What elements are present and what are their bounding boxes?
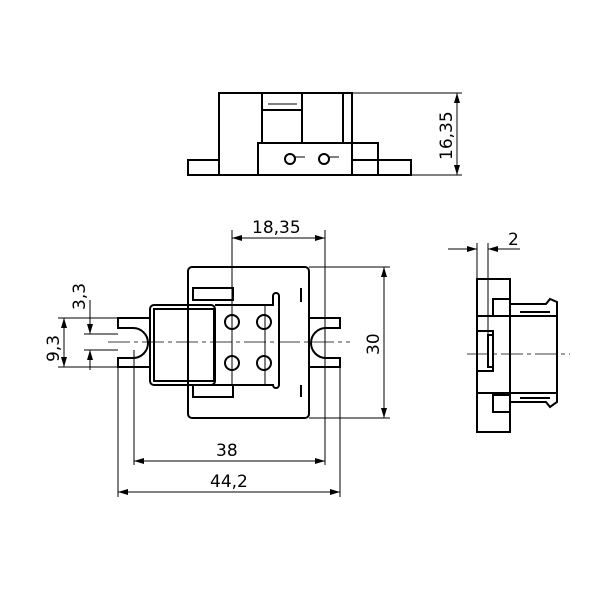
dim-body-height: 30 [364, 333, 384, 355]
side-view: 2 [448, 230, 570, 433]
front-view: 18,35 30 38 44,2 9,3 3,3 [44, 218, 390, 497]
dim-slot-height: 9,3 [44, 335, 64, 362]
dim-height-top: 16,35 [437, 111, 457, 160]
dim-contact-spacing: 18,35 [252, 218, 301, 238]
dim-hole-spacing: 38 [216, 441, 238, 461]
dim-tab-width: 3,3 [70, 283, 90, 310]
dim-overall-width: 44,2 [210, 472, 248, 492]
top-view: 16,35 [187, 92, 462, 176]
dim-side-thickness: 2 [508, 230, 519, 250]
